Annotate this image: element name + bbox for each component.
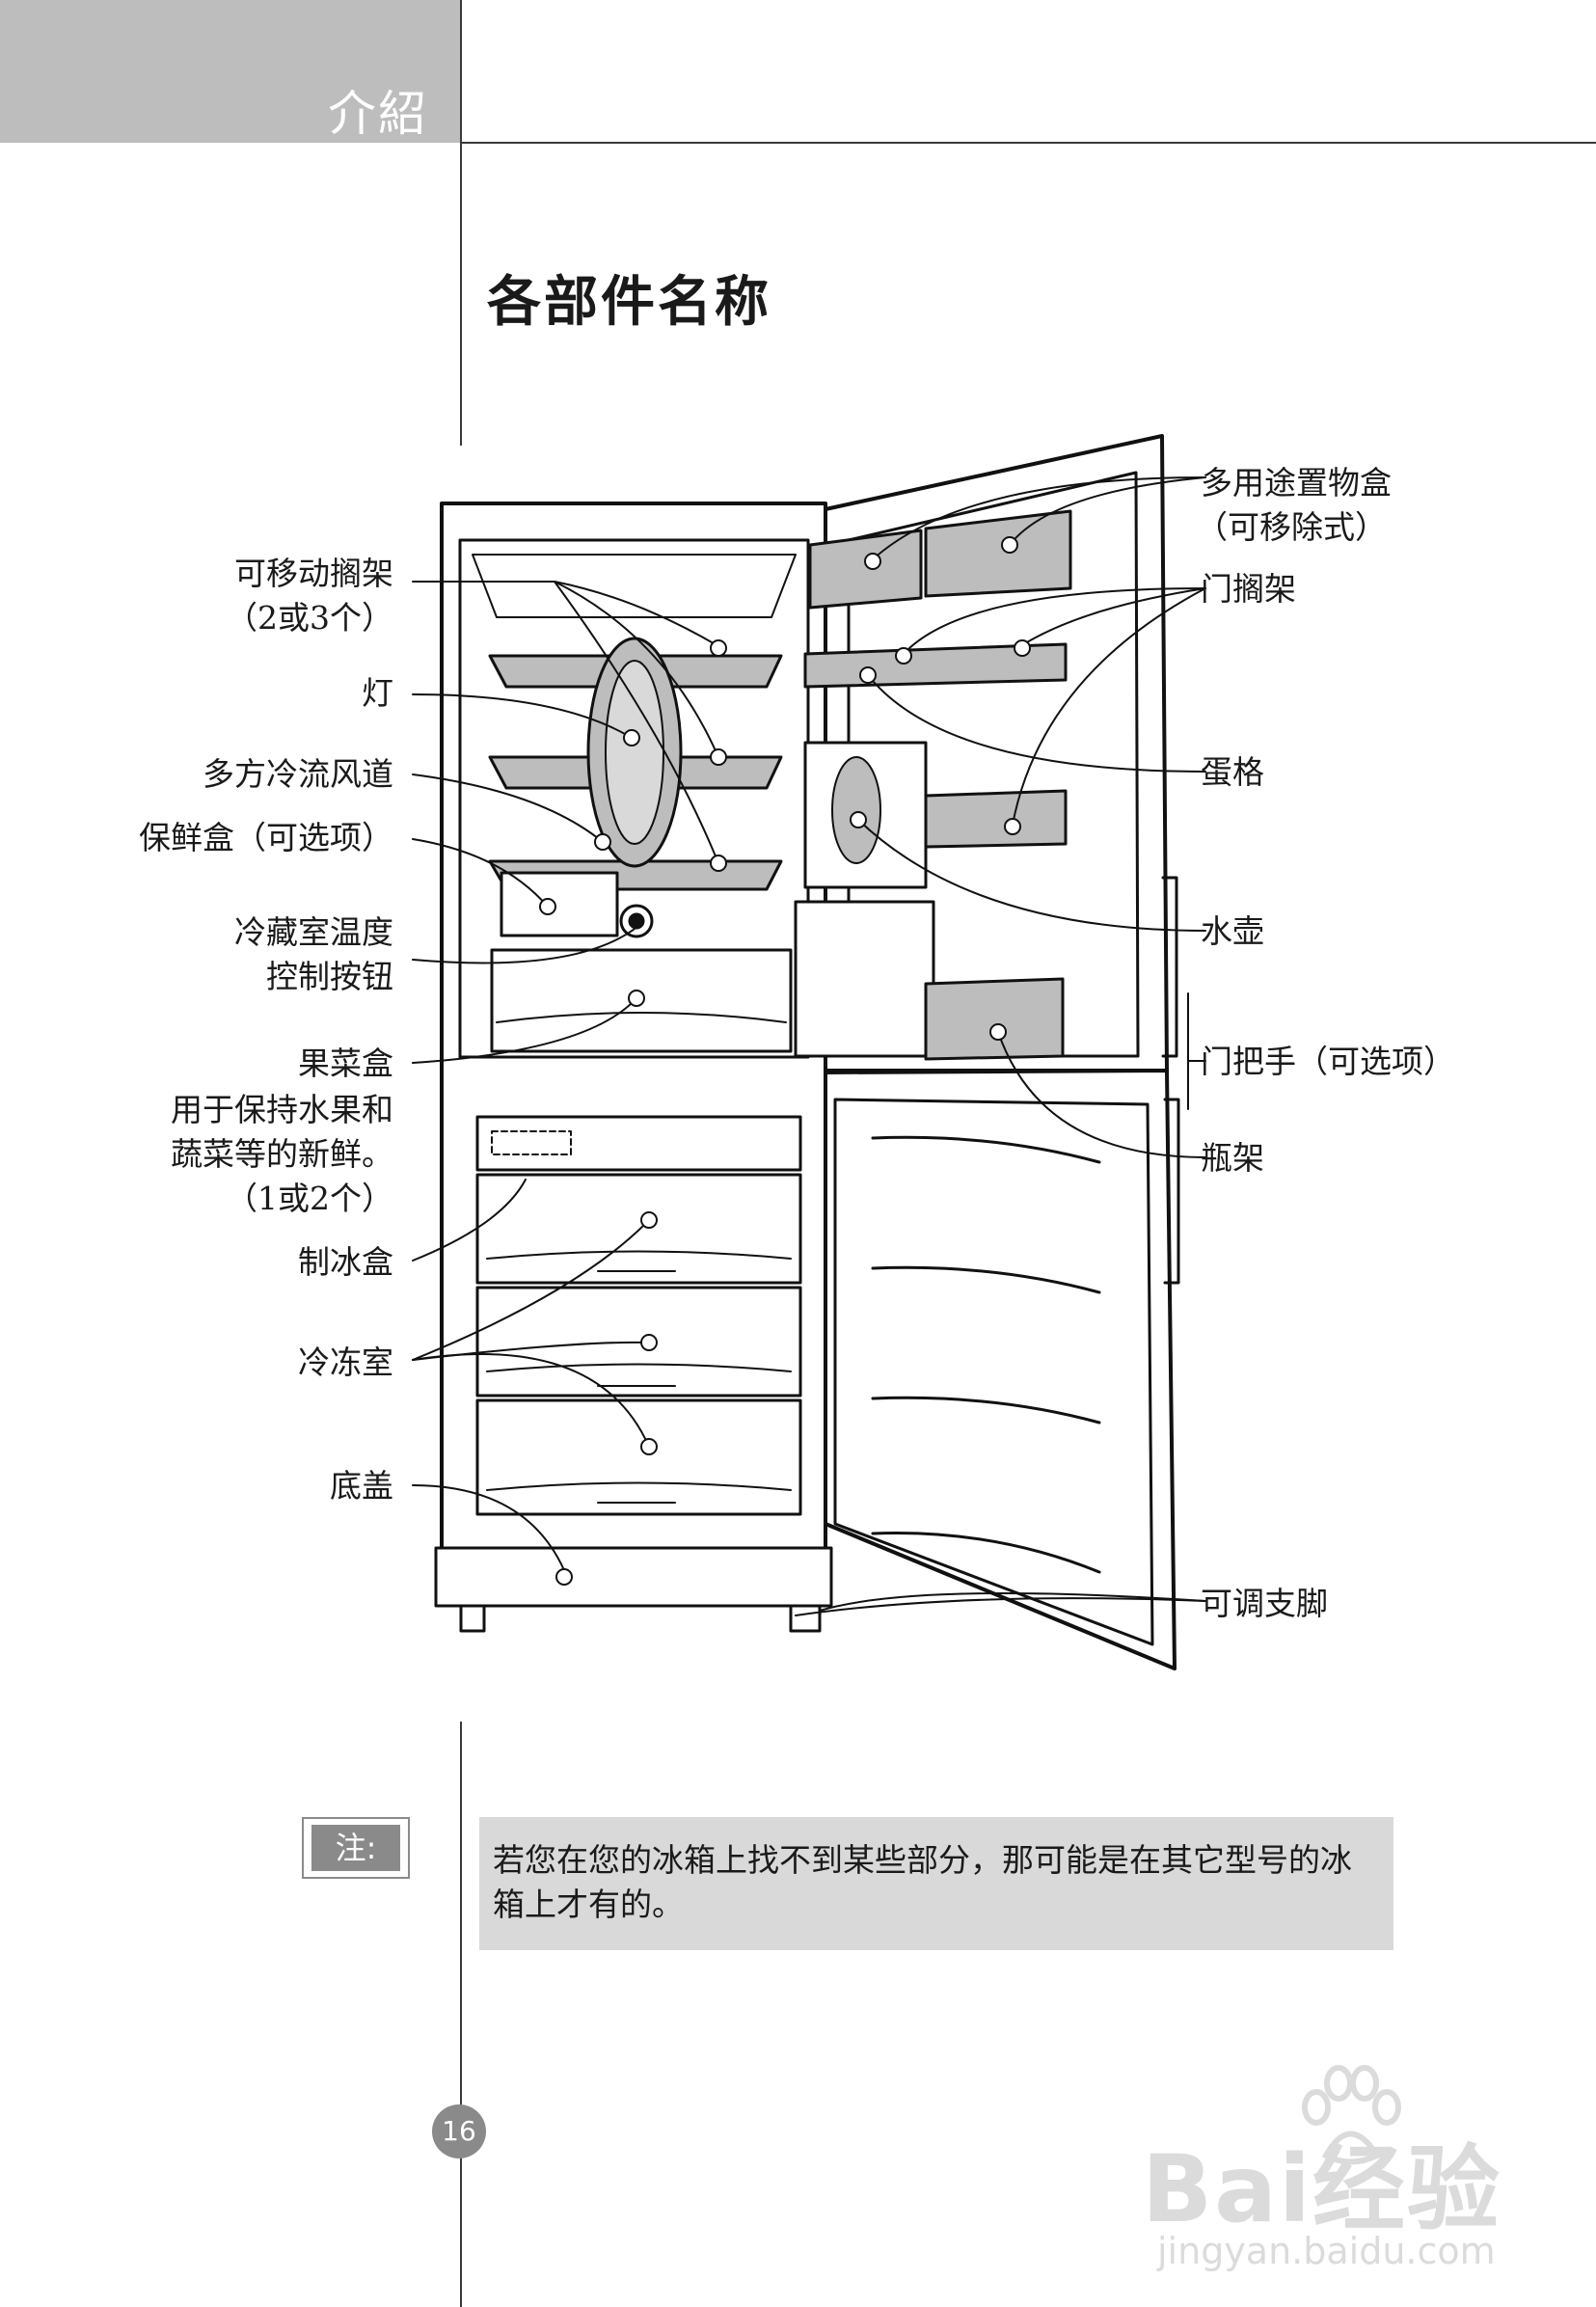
label-multi-box-note: （可移除式） — [1196, 508, 1387, 546]
label-ice-tray: 制冰盒 — [298, 1243, 393, 1281]
label-bottle-rack: 瓶架 — [1201, 1139, 1264, 1177]
baidu-watermark: Bai经验 jingyan.baidu.com — [1128, 2064, 1572, 2305]
note-box: 若您在您的冰箱上找不到某些部分，那可能是在其它型号的冰箱上才有的。 — [479, 1817, 1393, 1950]
refrigerator-diagram — [412, 434, 1206, 1670]
watermark-logo: Bai经验 — [1142, 2135, 1501, 2243]
watermark-url: jingyan.baidu.com — [1157, 2230, 1496, 2272]
label-airflow-duct: 多方冷流风道 — [203, 755, 393, 793]
label-base-cover: 底盖 — [330, 1467, 393, 1505]
note-badge-label: 注: — [311, 1825, 400, 1871]
label-fridge-temp-2: 控制按钮 — [266, 958, 393, 995]
note-badge: 注: — [302, 1817, 410, 1879]
label-water-jug: 水壶 — [1201, 912, 1264, 950]
note-text: 若您在您的冰箱上找不到某些部分，那可能是在其它型号的冰箱上才有的。 — [493, 1841, 1352, 1923]
label-multi-box: 多用途置物盒 — [1201, 464, 1392, 502]
paw-icon — [1302, 2065, 1401, 2165]
page-number: 16 — [432, 2104, 486, 2158]
label-door-shelf: 门搁架 — [1201, 570, 1296, 608]
section-title: 各部件名称 — [487, 271, 771, 334]
label-fridge-temp-1: 冷藏室温度 — [234, 913, 393, 951]
label-crisper: 保鲜盒（可选项） — [139, 819, 393, 856]
header-rule — [461, 142, 1596, 144]
header-tab — [0, 0, 461, 143]
label-egg-tray: 蛋格 — [1201, 753, 1264, 791]
label-lamp: 灯 — [362, 674, 393, 712]
margin-rule-bottom — [460, 1722, 462, 2307]
label-movable-shelf: 可移动搁架 — [234, 555, 393, 592]
label-freezer: 冷冻室 — [298, 1343, 393, 1381]
label-movable-shelf-note: （2或3个） — [226, 599, 393, 637]
label-door-handle: 门把手（可选项） — [1201, 1043, 1455, 1080]
label-vegetable-desc-1: 用于保持水果和 — [171, 1091, 393, 1128]
header-title: 介紹 — [328, 86, 428, 142]
label-vegetable-desc-2: 蔬菜等的新鲜。 — [171, 1135, 393, 1173]
label-vegetable-box: 果菜盒 — [298, 1045, 393, 1082]
margin-rule-top — [460, 0, 462, 446]
label-vegetable-count: （1或2个） — [226, 1180, 393, 1217]
label-adjustable-feet: 可调支脚 — [1201, 1585, 1328, 1622]
